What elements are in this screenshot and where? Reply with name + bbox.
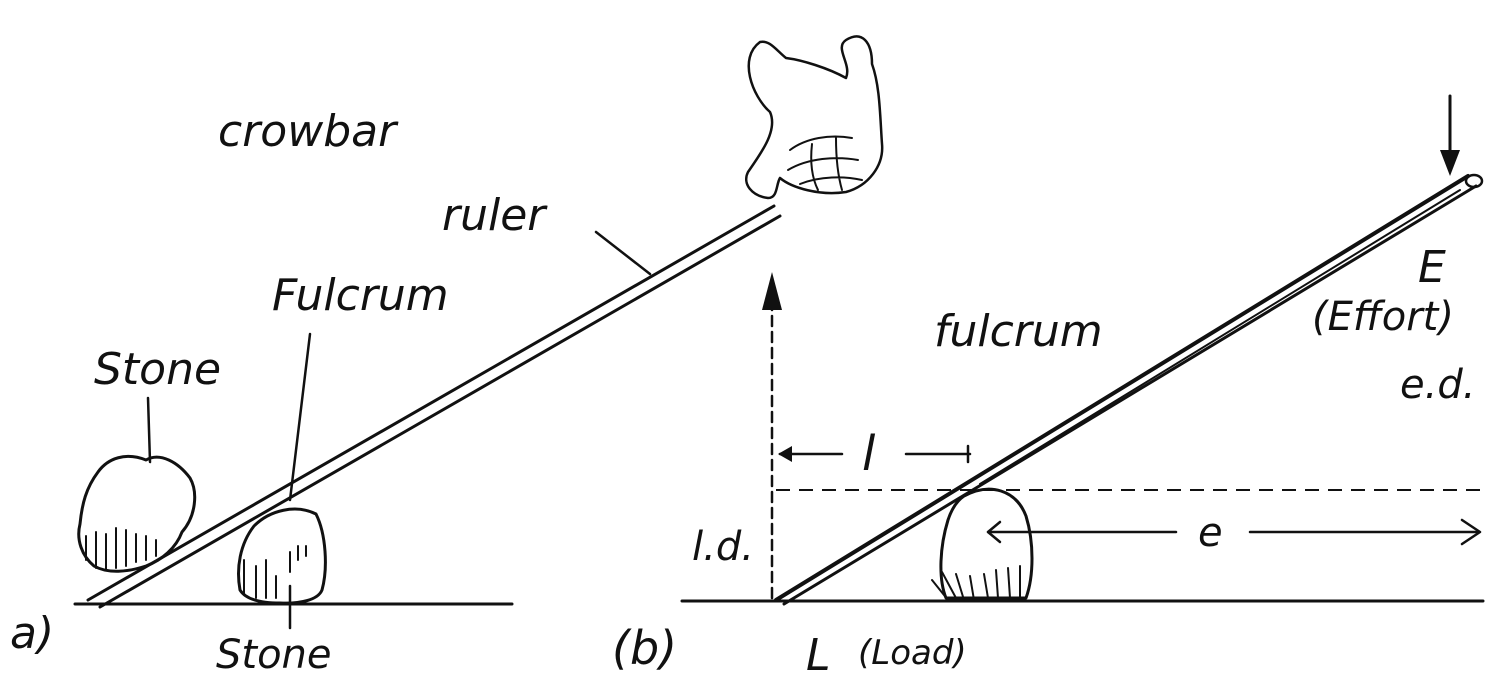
- panel-b-marker: (b): [612, 621, 677, 675]
- stone-label-top: Stone: [94, 344, 221, 395]
- e-dimension: [988, 520, 1480, 544]
- panel-b: fulcrum E (Effort) e.d. l.d. l e L (Load…: [612, 96, 1483, 675]
- e-label: e: [1198, 510, 1223, 556]
- effort-arrow: [1440, 96, 1460, 176]
- fulcrum-label-b: fulcrum: [934, 306, 1103, 357]
- panel-a: crowbar ruler Fulcrum Stone Stone a): [10, 36, 882, 675]
- effort-text: (Effort): [1312, 294, 1454, 340]
- crowbar-title: crowbar: [218, 106, 399, 157]
- load-distance-arrow: [762, 272, 782, 598]
- stone-fulcrum-a: [239, 509, 326, 603]
- ruler-leader: [596, 232, 650, 274]
- load-symbol: L: [806, 630, 831, 675]
- effort-distance-label: e.d.: [1400, 362, 1475, 408]
- stone-label-bottom: Stone: [216, 632, 332, 675]
- stone-top-leader: [148, 398, 150, 462]
- load-text: (Load): [858, 633, 967, 673]
- load-distance-label: l.d.: [692, 524, 754, 570]
- ruler-label: ruler: [442, 190, 548, 241]
- ruler-bar: [88, 206, 780, 607]
- lever-bar-b: [776, 175, 1482, 604]
- panel-a-marker: a): [10, 608, 54, 659]
- effort-symbol: E: [1418, 242, 1446, 293]
- fulcrum-label-a: Fulcrum: [272, 270, 449, 321]
- stone-load-a: [79, 456, 195, 571]
- l-label: l: [862, 426, 876, 482]
- hand-icon: [746, 36, 882, 198]
